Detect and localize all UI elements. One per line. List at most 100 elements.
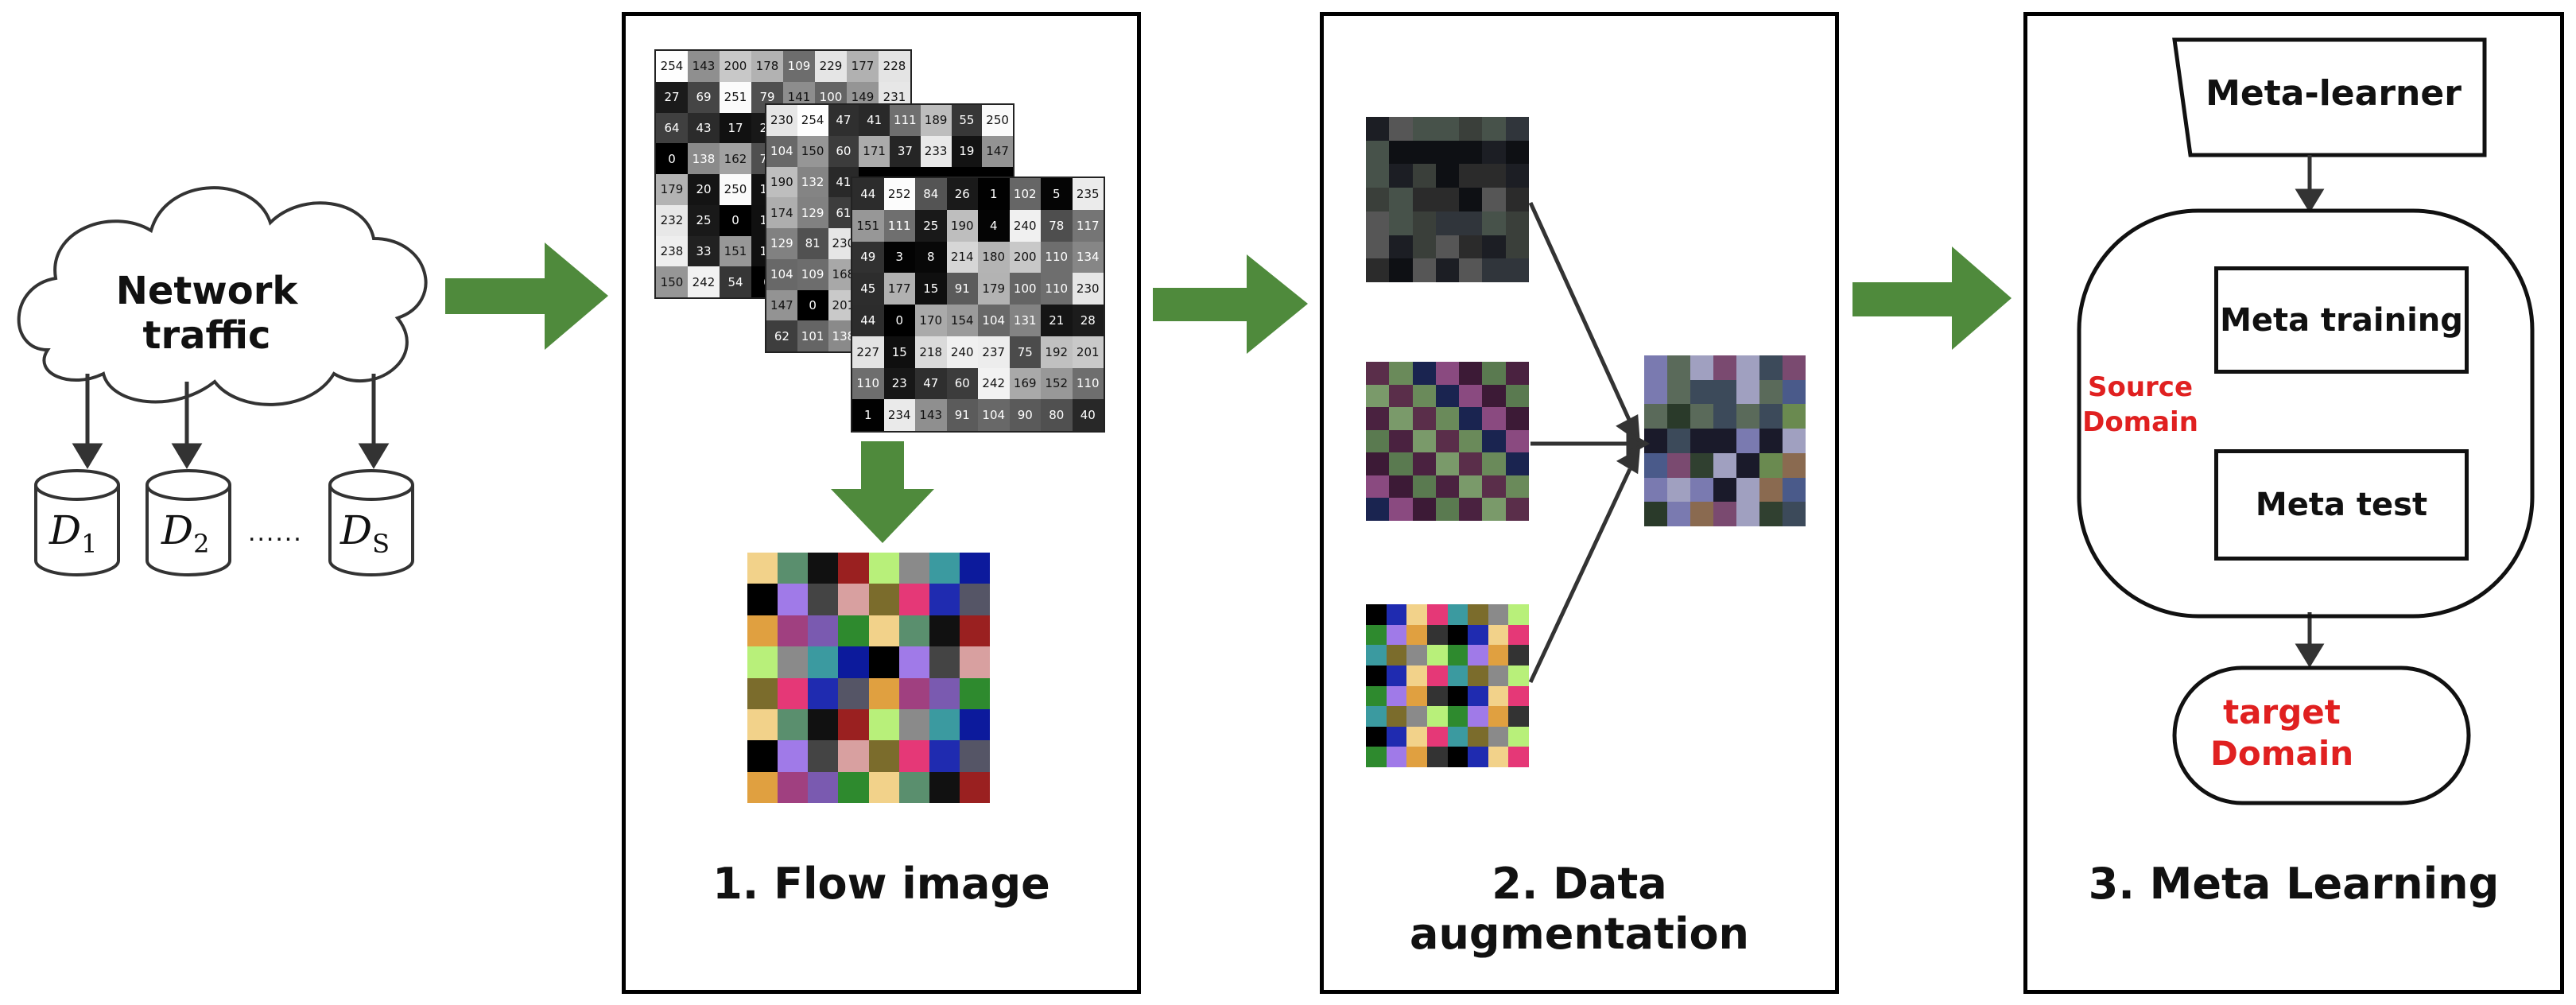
matrix-cell: 19	[951, 135, 983, 167]
matrix-cell: 91	[946, 273, 978, 305]
matrix-cell: 44	[852, 305, 884, 336]
matrix-cell: 5	[1041, 178, 1073, 210]
augment-input-2	[1366, 362, 1529, 521]
matrix-cell: 147	[766, 289, 797, 321]
matrix-cell: 69	[688, 81, 720, 113]
matrix-cell: 170	[915, 305, 947, 336]
matrix-cell: 189	[920, 105, 952, 136]
matrix-cell: 47	[828, 105, 859, 136]
matrix-cell: 180	[978, 241, 1010, 274]
matrix-cell: 91	[946, 399, 978, 431]
matrix-cell: 43	[688, 112, 720, 144]
matrix-cell: 254	[797, 105, 828, 136]
matrix-cell: 37	[890, 135, 921, 167]
matrix-cell: 238	[656, 235, 688, 267]
matrix-cell: 33	[688, 235, 720, 267]
matrix-cell: 55	[951, 105, 983, 136]
matrix-cell: 0	[883, 305, 915, 336]
matrix-cell: 109	[783, 51, 815, 82]
matrix-cell: 177	[883, 273, 915, 305]
target-domain-pill	[2172, 665, 2471, 805]
matrix-cell: 192	[1041, 336, 1073, 368]
source-domain-oval	[2077, 208, 2535, 619]
matrix-cell: 54	[720, 266, 751, 297]
matrix-cell: 26	[946, 178, 978, 210]
matrix-cell: 84	[915, 178, 947, 210]
meta-learner-label: Meta-learner	[2206, 73, 2462, 114]
matrix-cell: 240	[946, 336, 978, 368]
matrix-cell: 81	[797, 228, 828, 259]
matrix-cell: 47	[915, 367, 947, 400]
source-graphics	[17, 186, 428, 576]
meta-learning-graphics	[2077, 37, 2535, 805]
matrix-cell: 45	[852, 273, 884, 305]
matrix-cell: 20	[688, 174, 720, 205]
matrix-cell: 90	[1009, 399, 1041, 431]
arrow-to-meta-learning	[1852, 246, 2012, 350]
matrix-cell: 60	[946, 367, 978, 400]
matrix-cell: 242	[978, 367, 1010, 400]
matrix-cell: 111	[883, 209, 915, 242]
matrix-cell: 75	[1009, 336, 1041, 368]
flow-image-color	[747, 553, 990, 803]
matrix-cell: 227	[852, 336, 884, 368]
matrix-cell: 104	[978, 399, 1010, 431]
matrix-cell: 1	[978, 178, 1010, 210]
matrix-cell: 234	[883, 399, 915, 431]
matrix-cell: 129	[766, 228, 797, 259]
matrix-cell: 4	[978, 209, 1010, 242]
matrix-cell: 179	[978, 273, 1010, 305]
matrix-cell: 151	[852, 209, 884, 242]
panel-meta-learning: 3. Meta Learning	[2023, 12, 2564, 994]
target-domain-label: target Domain	[2210, 693, 2354, 773]
matrix-cell: 102	[1009, 178, 1041, 210]
panel-flow-image-title: 1. Flow image	[712, 859, 1050, 909]
matrix-cell: 169	[1009, 367, 1041, 400]
matrix-cell: 132	[797, 166, 828, 198]
matrix-cell: 250	[982, 105, 1013, 136]
matrix-cell: 190	[766, 166, 797, 198]
matrix-cell: 171	[859, 135, 890, 167]
matrix-cell: 190	[946, 209, 978, 242]
matrix-cell: 25	[915, 209, 947, 242]
matrix-cell: 25	[688, 204, 720, 236]
augment-output	[1644, 355, 1806, 526]
matrix-cell: 134	[1072, 241, 1104, 274]
matrix-cell: 154	[946, 305, 978, 336]
matrix-cell: 80	[1041, 399, 1073, 431]
matrix-cell: 62	[766, 320, 797, 351]
matrix-cell: 17	[720, 112, 751, 144]
matrix-cell: 60	[828, 135, 859, 167]
source-domain-label: Source Domain	[2082, 371, 2198, 438]
matrix-cell: 129	[797, 197, 828, 228]
arrow-matrix-to-image	[831, 441, 934, 543]
matrix-cell: 0	[656, 143, 688, 174]
matrix-cell: 0	[797, 289, 828, 321]
matrix-cell: 150	[656, 266, 688, 297]
matrix-cell: 151	[720, 235, 751, 267]
matrix-cell: 229	[815, 51, 847, 82]
matrix-cell: 214	[946, 241, 978, 274]
matrix-cell: 101	[797, 320, 828, 351]
augment-input-1	[1366, 117, 1529, 282]
matrix-cell: 138	[688, 143, 720, 174]
matrix-cell: 110	[1041, 241, 1073, 274]
matrix-cell: 104	[766, 135, 797, 167]
matrix-cell: 242	[688, 266, 720, 297]
matrix-cell: 218	[915, 336, 947, 368]
database-ellipsis: ......	[248, 517, 303, 547]
matrix-cell: 200	[720, 51, 751, 82]
arrow-to-flow-image	[445, 243, 608, 350]
matrix-cell: 40	[1072, 399, 1104, 431]
matrix-cell: 64	[656, 112, 688, 144]
matrix-cell: 250	[720, 174, 751, 205]
matrix-cell: 150	[797, 135, 828, 167]
panel-augmentation-title: 2. Data augmentation	[1410, 859, 1749, 959]
matrix-cell: 15	[915, 273, 947, 305]
augment-merge-arrows	[1528, 201, 1651, 684]
matrix-cell: 232	[656, 204, 688, 236]
arrow-to-augmentation	[1153, 254, 1308, 354]
matrix-cell: 251	[720, 81, 751, 113]
matrix-cell: 104	[766, 258, 797, 290]
